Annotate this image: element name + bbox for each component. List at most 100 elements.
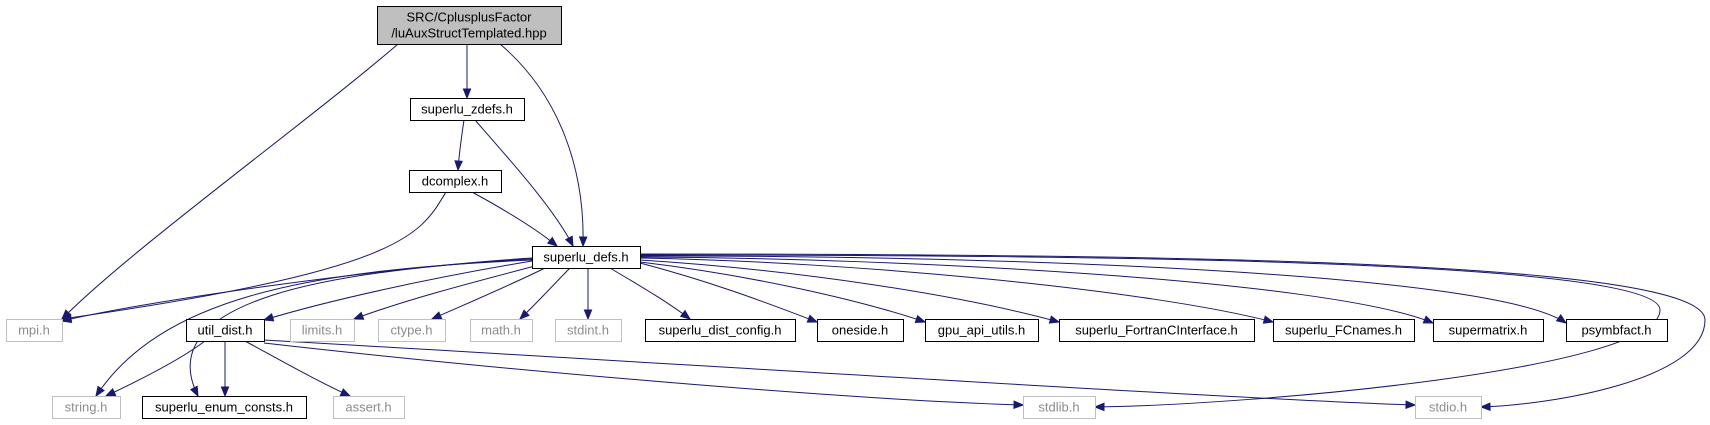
- edge-root-to-superlu_zdefs: [462, 43, 472, 100]
- edge-line: [499, 43, 584, 247]
- node-label: oneside.h: [832, 323, 888, 338]
- edge-superlu_defs-to-mpi: [60, 257, 533, 324]
- node-label: superlu_zdefs.h: [421, 102, 513, 117]
- edge-superlu_defs-to-stdint: [583, 267, 593, 321]
- arrowhead-icon: [564, 235, 574, 248]
- edge-root-to-superlu_defs: [499, 43, 588, 248]
- edge-superlu_defs-to-ctype: [430, 267, 546, 320]
- node-box: [186, 319, 265, 342]
- arrowhead-icon: [104, 388, 117, 397]
- arrowhead-icon: [1422, 315, 1435, 324]
- arrowhead-icon: [914, 314, 927, 324]
- edge-superlu_zdefs-to-superlu_defs: [474, 119, 574, 248]
- node-supermatrix[interactable]: supermatrix.h: [1433, 319, 1544, 342]
- node-label: superlu_enum_consts.h: [155, 400, 293, 415]
- edge-line: [61, 257, 533, 322]
- edge-line: [639, 261, 926, 323]
- node-gpu-api-utils[interactable]: gpu_api_utils.h: [925, 319, 1039, 342]
- node-label: superlu_FCnames.h: [1285, 323, 1402, 338]
- node-label: math.h: [481, 323, 521, 338]
- edge-util_dist-to-string: [104, 340, 206, 397]
- node-label: ctype.h: [391, 323, 433, 338]
- edge-line: [263, 260, 533, 321]
- arrowhead-icon: [679, 309, 692, 320]
- node-label: stdint.h: [567, 323, 609, 338]
- node-superlu-dist-config[interactable]: superlu_dist_config.h: [645, 319, 796, 342]
- edge-superlu_defs-to-stdio: [639, 253, 1706, 412]
- edge-dcomplex-to-superlu_defs: [471, 191, 559, 247]
- node-box: [645, 319, 796, 342]
- arrowhead-icon: [189, 385, 199, 398]
- node-box: [6, 319, 63, 342]
- edge-superlu_defs-to-limits: [352, 265, 536, 320]
- edge-line: [61, 43, 399, 320]
- arrowhead-icon: [60, 314, 73, 324]
- node-box: [410, 98, 525, 121]
- node-label: superlu_dist_config.h: [659, 323, 782, 338]
- node-box: [1023, 396, 1096, 419]
- edge-line: [639, 259, 1060, 323]
- arrowhead-icon: [578, 236, 588, 248]
- arrowhead-icon: [583, 309, 593, 321]
- node-label: assert.h: [345, 400, 391, 415]
- edge-line: [639, 253, 1706, 408]
- node-superlu-zdefs[interactable]: superlu_zdefs.h: [410, 98, 525, 121]
- node-label: limits.h: [302, 323, 342, 338]
- node-superlu-FortranCInterface[interactable]: superlu_FortranCInterface.h: [1059, 319, 1255, 342]
- node-box: [532, 246, 641, 269]
- edge-util_dist-to-stdio: [263, 339, 1417, 410]
- edge-line: [244, 340, 351, 397]
- arrowhead-icon: [262, 313, 275, 322]
- edge-line: [263, 339, 1416, 406]
- node-label: psymbfact.h: [1581, 323, 1651, 338]
- node-mpi: mpi.h: [6, 319, 63, 342]
- node-oneside[interactable]: oneside.h: [817, 319, 904, 342]
- edge-superlu_defs-to-superlu_FCnames: [639, 257, 1275, 324]
- node-box: [925, 319, 1039, 342]
- arrowhead-icon: [1405, 400, 1417, 410]
- arrowhead-icon: [1093, 402, 1105, 412]
- node-box: [1415, 396, 1482, 419]
- node-label: SRC/CplusplusFactor: [407, 10, 533, 25]
- arrowhead-icon: [1013, 400, 1025, 410]
- edge-superlu_defs-to-psymbfact: [639, 255, 1568, 324]
- node-box: [333, 396, 405, 419]
- node-label: mpi.h: [18, 323, 50, 338]
- edge-line: [263, 342, 1024, 406]
- arrowhead-icon: [1555, 314, 1568, 324]
- node-limits: limits.h: [290, 319, 355, 342]
- node-psymbfact[interactable]: psymbfact.h: [1566, 319, 1668, 342]
- node-superlu-FCnames[interactable]: superlu_FCnames.h: [1273, 319, 1415, 342]
- edge-superlu_defs-to-oneside: [639, 262, 819, 323]
- node-dcomplex[interactable]: dcomplex.h: [409, 170, 502, 193]
- node-label: /luAuxStructTemplated.hpp: [391, 26, 546, 41]
- node-util-dist[interactable]: util_dist.h: [186, 319, 265, 342]
- node-box: [378, 319, 446, 342]
- node-box: [555, 319, 622, 342]
- edge-util_dist-to-superlu_enum_consts: [220, 340, 230, 398]
- node-superlu-enum-consts[interactable]: superlu_enum_consts.h: [142, 396, 307, 419]
- node-label: gpu_api_utils.h: [938, 323, 1025, 338]
- node-box: [377, 6, 562, 45]
- node-label: supermatrix.h: [1449, 323, 1528, 338]
- edge-superlu_defs-to-gpu_api_utils: [639, 261, 927, 324]
- edge-superlu_defs-to-superlu_FortranCInterface: [639, 259, 1061, 324]
- edge-line: [639, 255, 1567, 324]
- node-stdlib: stdlib.h: [1023, 396, 1096, 419]
- edge-line: [353, 265, 536, 320]
- node-box: [470, 319, 533, 342]
- node-superlu-defs[interactable]: superlu_defs.h: [532, 246, 641, 269]
- node-box: [52, 396, 121, 419]
- arrowhead-icon: [454, 160, 463, 172]
- node-label: stdlib.h: [1038, 400, 1079, 415]
- node-label: string.h: [65, 400, 108, 415]
- edge-superlu_zdefs-to-dcomplex: [454, 119, 465, 172]
- node-box: [1273, 319, 1415, 342]
- edge-line: [639, 257, 1274, 323]
- node-string: string.h: [52, 396, 121, 419]
- edge-line: [471, 191, 558, 247]
- edge-line: [431, 267, 546, 320]
- arrowhead-icon: [806, 314, 819, 323]
- arrowhead-icon: [519, 309, 530, 320]
